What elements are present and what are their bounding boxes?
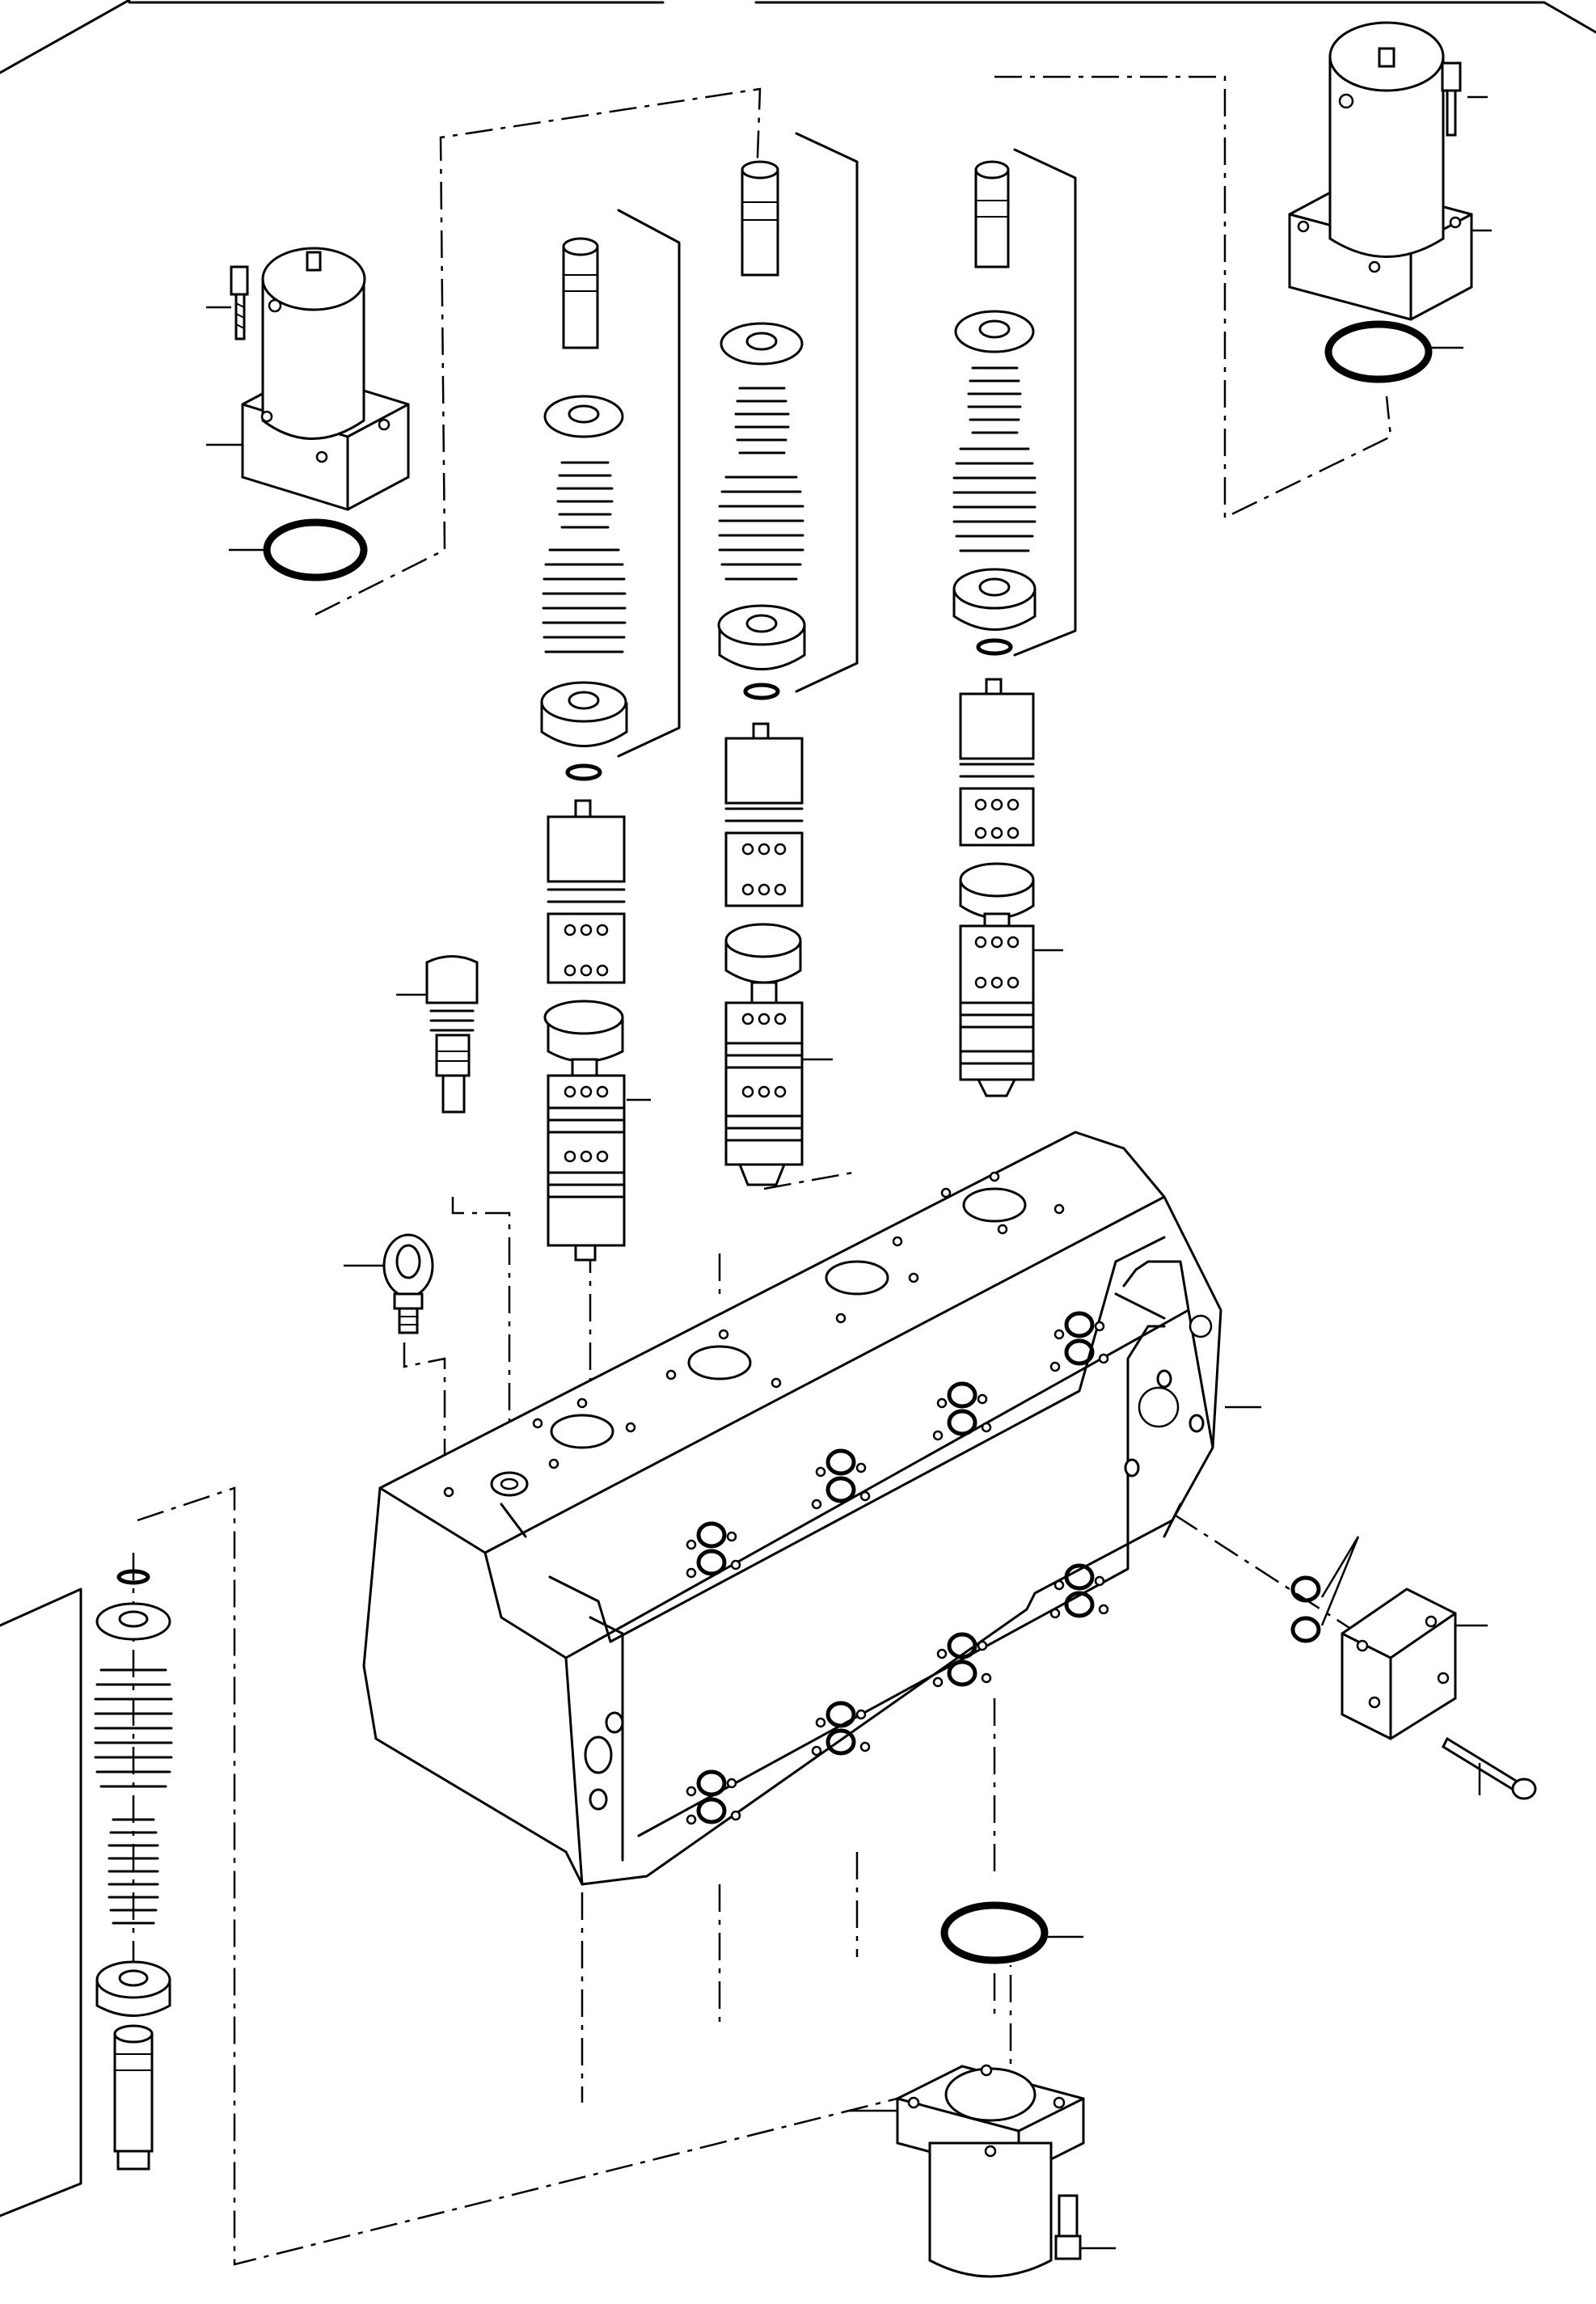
spool-stack-3 (952, 160, 1037, 1097)
mounting-holes (443, 1171, 1065, 1498)
o-ring-icon (940, 1901, 1049, 1964)
o-ring-icon (263, 518, 368, 581)
spool-stack-1 (540, 237, 628, 1262)
o-ring-icon (1324, 320, 1433, 383)
eye-bolt-icon (382, 1233, 434, 1334)
spool-stack-2 (717, 160, 806, 1186)
screw-icon (230, 265, 249, 340)
group-brackets (0, 132, 1077, 2217)
solenoid-left (241, 247, 410, 511)
port-holes (686, 1321, 1109, 1825)
plug-icon (425, 955, 479, 1114)
spring-stack-left (94, 1569, 173, 2171)
screw-icon (1054, 2194, 1082, 2260)
screw-icon (1442, 1736, 1537, 1800)
valve-body-icon (362, 1131, 1321, 1886)
frame-lines (0, 0, 1596, 74)
solenoid-bottom (896, 2064, 1085, 2278)
port-rings (584, 1311, 1321, 1824)
cover-block-icon (1341, 1587, 1457, 1740)
solenoid-right (1288, 21, 1473, 321)
screw-icon (1441, 61, 1462, 137)
callout-leaders (206, 95, 1492, 2250)
